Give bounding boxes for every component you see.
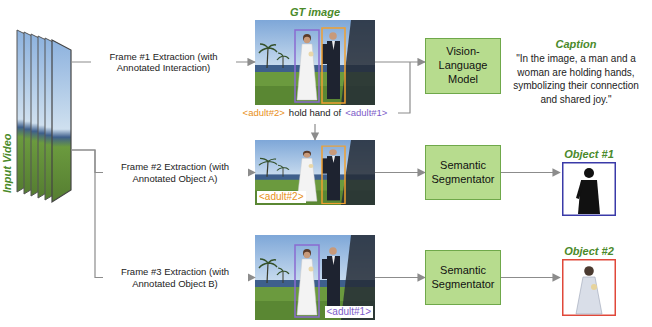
axis-title: Input Video xyxy=(0,134,14,193)
model-name: Semantic Segmentator xyxy=(429,264,497,292)
image-frame: <adult#1> xyxy=(255,235,375,320)
model-box: Vision-Language Model xyxy=(425,38,501,94)
connector xyxy=(375,172,425,173)
video-frames xyxy=(17,30,71,202)
frame-photo xyxy=(255,140,375,205)
interaction-part: hold hand of xyxy=(289,107,341,118)
gt-photo xyxy=(255,20,375,105)
interaction-part: <adult#1> xyxy=(345,107,387,118)
interaction-part: <adult#2> xyxy=(243,107,285,118)
object-tag: <adult#2> xyxy=(257,191,306,203)
mask-image xyxy=(563,260,616,316)
image-frame: <adult#2> xyxy=(255,140,375,205)
object-tag: <adult#1> xyxy=(325,306,374,318)
frame-photo xyxy=(255,235,375,320)
model-box: Semantic Segmentator xyxy=(425,250,501,305)
edge-label: Frame #3 Extraction (with Annotated Obje… xyxy=(103,266,248,289)
image-frame: GT image<adult#2>hold hand of<adult#1> xyxy=(255,4,375,124)
image-heading: GT image xyxy=(255,4,375,20)
edge-label-box: Frame #1 Extraction (with Annotated Inte… xyxy=(91,51,236,74)
bracket-line xyxy=(398,62,410,113)
connector xyxy=(501,277,560,278)
edge-label: Frame #2 Extraction (with Annotated Obje… xyxy=(103,161,248,184)
object-mask: Object #2 xyxy=(560,243,618,318)
edge-label-box: Frame #2 Extraction (with Annotated Obje… xyxy=(103,161,248,184)
object-heading: Object #2 xyxy=(560,243,618,259)
connector xyxy=(375,277,425,278)
connector xyxy=(72,150,255,278)
model-box: Semantic Segmentator xyxy=(425,145,501,200)
edge-label: Frame #1 Extraction (with Annotated Inte… xyxy=(91,51,236,74)
object-heading: Object #1 xyxy=(560,146,618,162)
video-stack: Input Video xyxy=(0,30,72,205)
caption-text: "In the image, a man and a woman are hol… xyxy=(504,52,648,106)
connector xyxy=(314,124,315,140)
model-name: Semantic Segmentator xyxy=(429,159,497,187)
caption-heading: Caption xyxy=(504,36,648,52)
connector xyxy=(375,61,425,62)
interaction-label: <adult#2> hold hand of <adult#1> xyxy=(205,106,425,120)
object-mask: Object #1 xyxy=(560,146,618,218)
caption-block: Caption"In the image, a man and a woman … xyxy=(504,36,648,106)
connector xyxy=(501,172,560,173)
mask-image xyxy=(563,163,616,216)
edge-label-box: Frame #3 Extraction (with Annotated Obje… xyxy=(103,266,248,289)
model-name: Vision-Language Model xyxy=(429,45,497,86)
